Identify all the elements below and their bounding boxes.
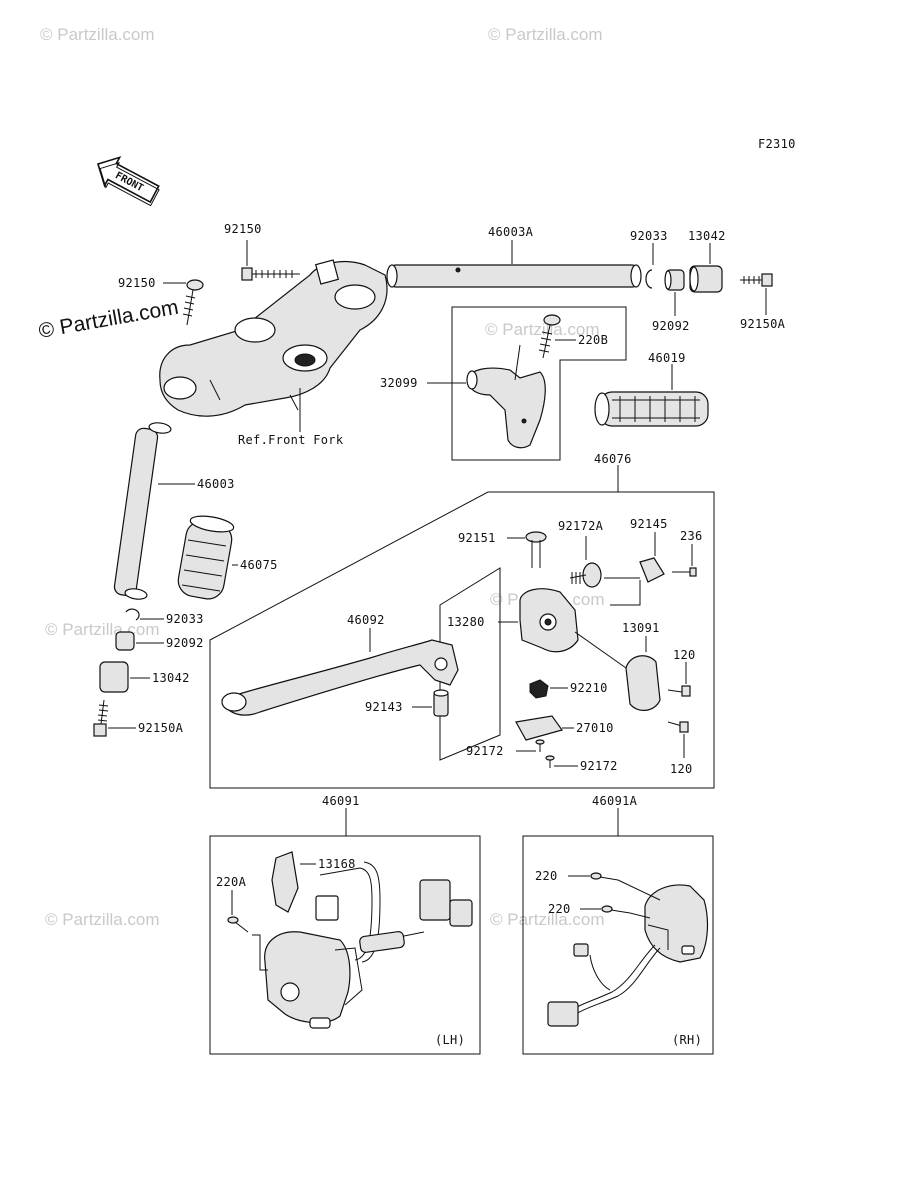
screw-236 [672,567,697,577]
part-label-13091: 13091 [622,621,660,635]
part-label-92150A-top: 92150A [740,317,786,331]
damper-92092-top [664,269,685,291]
watermark-top-right: © Partzilla.com [488,25,603,44]
part-label-120-upper: 120 [673,648,696,662]
part-label-13042-top: 13042 [688,229,726,243]
part-label-236: 236 [680,529,703,543]
lh-switch-housing [264,931,363,1029]
watermark-mid-left: © Partzilla.com [45,620,160,639]
ref-front-fork-label: Ref.Front Fork [238,433,344,447]
rh-side-label: (RH) [672,1033,702,1047]
part-label-92150-top: 92150 [224,222,262,236]
part-label-13042-left: 13042 [152,671,190,685]
part-label-120-lower: 120 [670,762,693,776]
part-label-92143: 92143 [365,700,403,714]
lever-assembly-box [209,491,715,789]
pivot-bolt-92151 [525,531,547,568]
bolt-120-lower [667,721,689,733]
part-label-92033-left: 92033 [166,612,204,626]
part-label-92150A-left: 92150A [138,721,184,735]
lever-46092 [221,639,459,716]
part-label-92145: 92145 [630,517,668,531]
part-label-46003: 46003 [197,477,235,491]
screw-92172-a [535,739,545,752]
watermark-mid-right: © Partzilla.com [485,320,600,339]
bolt-92150A-top [740,273,773,287]
part-label-46092: 46092 [347,613,385,627]
nut-92210 [529,679,549,699]
circlip-92033-left [125,608,140,621]
part-label-92210: 92210 [570,681,608,695]
switch-27010 [515,715,563,741]
adjuster-leader [604,577,641,606]
part-label-92172-b: 92172 [580,759,618,773]
part-label-46091: 46091 [322,794,360,808]
clamp-13091 [625,655,661,711]
adjuster-92172A [569,562,602,588]
screw-220-upper-leader [617,879,661,901]
screw-220A [227,916,249,933]
rh-wiring-harness [547,943,661,1027]
circlip-92033-top [645,269,653,289]
watermark-low-right: © Partzilla.com [490,910,605,929]
part-label-92092-top: 92092 [652,319,690,333]
part-label-92150-left: 92150 [118,276,156,290]
part-label-92172-a: 92172 [466,744,504,758]
throttle-box [451,306,627,461]
part-label-32099: 32099 [380,376,418,390]
lever-holder-13280 [519,588,579,653]
part-label-46076: 46076 [594,452,632,466]
part-label-220-upper: 220 [535,869,558,883]
figure-code: F2310 [758,137,796,151]
copyright-mark: © Partzilla.com [37,296,180,343]
bolt-92150-left [182,279,204,326]
lh-wiring-harness [315,861,473,963]
bolt-120-upper [667,685,691,697]
rh-switch-housing [644,884,709,963]
part-label-220A: 220A [216,875,247,889]
part-label-13168: 13168 [318,857,356,871]
part-label-220-lower: 220 [548,902,571,916]
collar-92143 [433,689,449,717]
part-label-13280: 13280 [447,615,485,629]
throttle-grip-32099 [466,344,546,449]
grip-46019 [594,391,709,427]
bolt-92150-top [241,267,300,281]
part-label-220B: 220B [578,333,608,347]
part-label-27010: 27010 [576,721,614,735]
weight-13042-left [99,661,129,693]
lh-side-label: (LH) [435,1033,465,1047]
part-label-92172A: 92172A [558,519,604,533]
handlebar-46003A [386,264,642,288]
part-label-46091A: 46091A [592,794,638,808]
part-label-92151: 92151 [458,531,496,545]
spring-92145 [639,557,665,583]
clamp-leader [574,631,627,669]
part-label-92092-left: 92092 [166,636,204,650]
lh-cover-13168 [271,851,299,913]
watermark-top-left: © Partzilla.com [40,25,155,44]
screw-220B [538,314,561,359]
screw-220-lower-leader [629,912,651,919]
bolt-92150A-left [93,699,109,737]
handlebar-46003 [113,422,172,600]
weight-13042-top [689,265,723,293]
part-label-46075: 46075 [240,558,278,572]
screw-220-upper [590,872,619,881]
screw-220-lower [601,905,631,914]
front-arrow-icon: FRONT [96,156,160,207]
grip-46075 [177,515,235,600]
screw-220A-leader [252,934,268,971]
part-label-92033-top: 92033 [630,229,668,243]
upper-triple-clamp [159,259,388,417]
watermark-low-left: © Partzilla.com [45,910,160,929]
part-label-46003A: 46003A [488,225,534,239]
lh-switch-box [209,835,481,1055]
watermarks: © Partzilla.com © Partzilla.com © Partzi… [40,25,605,929]
screw-92172-b [545,755,555,768]
part-label-46019: 46019 [648,351,686,365]
damper-92092-left [115,631,135,651]
